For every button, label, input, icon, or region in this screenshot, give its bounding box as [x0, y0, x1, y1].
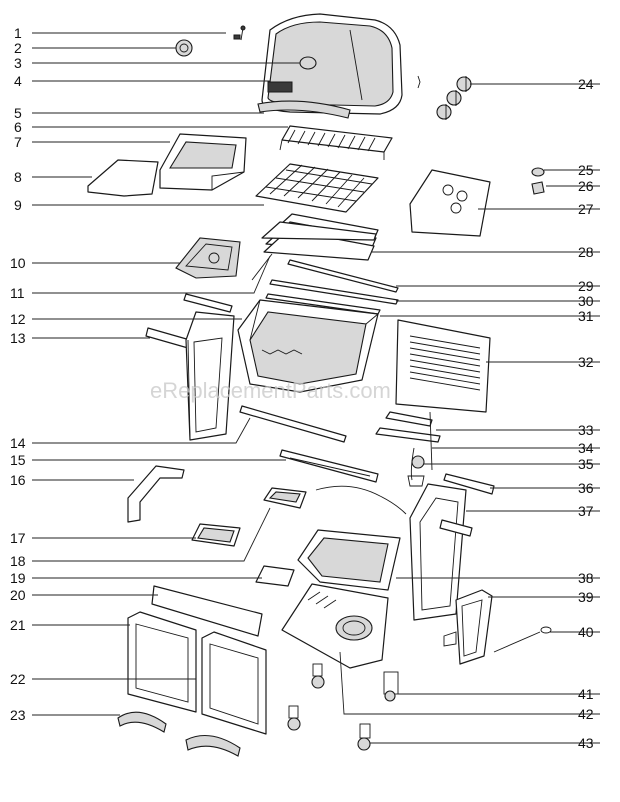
callout-10: 10 — [10, 255, 26, 271]
callout-42: 42 — [578, 706, 594, 722]
part-40-igniter-wire — [493, 626, 552, 653]
callout-8: 8 — [14, 169, 22, 185]
callout-24: 24 — [578, 76, 594, 92]
callout-5: 5 — [14, 105, 22, 121]
part-6-warming-rack — [279, 125, 393, 160]
callout-23: 23 — [10, 707, 26, 723]
callout-25: 25 — [578, 162, 594, 178]
callout-36: 36 — [578, 480, 594, 496]
part-39-side-door — [443, 589, 493, 665]
callout-20: 20 — [10, 587, 26, 603]
callout-33: 33 — [578, 422, 594, 438]
part-24-control-knobs — [417, 75, 472, 120]
part-8-side-panel — [87, 159, 159, 197]
callout-3: 3 — [14, 55, 22, 71]
part-10-side-burner — [175, 237, 241, 279]
part-15-front-rail — [279, 449, 379, 483]
callout-34: 34 — [578, 440, 594, 456]
callout-11: 11 — [10, 285, 25, 301]
callout-15: 15 — [10, 452, 26, 468]
callout-40: 40 — [578, 624, 594, 640]
watermark-text: eReplacementParts.com — [150, 378, 391, 403]
part-3-5-lid-assembly — [257, 13, 403, 119]
callout-19: 19 — [10, 570, 26, 586]
callout-41: 41 — [578, 686, 594, 702]
part-7-side-table — [159, 133, 247, 191]
part-29-31-burner-tubes — [265, 259, 399, 315]
callout-12: 12 — [10, 311, 26, 327]
callout-37: 37 — [578, 503, 594, 519]
part-25-26-igniter — [531, 167, 545, 195]
part-33-35-manifold — [375, 411, 441, 487]
callout-43: 43 — [578, 735, 594, 751]
callout-6: 6 — [14, 119, 22, 135]
callout-29: 29 — [578, 278, 594, 294]
part-14-crossbar — [239, 405, 347, 443]
part-38-bottom-tray — [297, 529, 401, 591]
callout-26: 26 — [578, 178, 594, 194]
part-28-flavorizer-bars — [261, 213, 379, 261]
callout-4: 4 — [14, 73, 22, 89]
callout-7: 7 — [14, 134, 22, 150]
callout-30: 30 — [578, 293, 594, 309]
part-36-37-right-cart-frame — [409, 473, 495, 621]
callout-39: 39 — [578, 589, 594, 605]
callout-16: 16 — [10, 472, 26, 488]
callout-9: 9 — [14, 197, 22, 213]
part-16-bracket — [127, 465, 185, 523]
callout-numbers: 1 2 3 4 5 6 7 8 9 10 11 12 13 14 15 16 1… — [10, 25, 594, 751]
leader-lines — [32, 32, 600, 744]
callout-31: 31 — [578, 308, 594, 324]
callout-1: 1 — [14, 25, 22, 41]
callout-32: 32 — [578, 354, 594, 370]
part-41-43-casters — [287, 663, 399, 751]
part-1-screws — [233, 25, 246, 41]
callout-13: 13 — [10, 330, 26, 346]
part-20-front-panel — [151, 585, 263, 637]
part-42-bottom-shelf — [281, 583, 389, 669]
callout-35: 35 — [578, 456, 594, 472]
callout-27: 27 — [578, 201, 594, 217]
callout-14: 14 — [10, 435, 26, 451]
part-9-cooking-grate — [255, 163, 379, 213]
part-gas-hose — [315, 485, 407, 515]
callout-38: 38 — [578, 570, 594, 586]
part-27-control-panel — [409, 169, 491, 237]
part-2-thermometer — [175, 39, 193, 57]
callout-17: 17 — [10, 530, 26, 546]
part-22-right-door — [201, 631, 267, 735]
callout-28: 28 — [578, 244, 594, 260]
part-32-back-panel — [395, 319, 491, 413]
part-13-left-cart-frame — [145, 293, 235, 441]
callout-21: 21 — [10, 617, 26, 633]
part-12-cookbox — [237, 299, 379, 393]
part-23-door-handles — [117, 711, 241, 757]
part-17-drip-tray — [191, 523, 241, 547]
part-18-catch-pan — [263, 487, 307, 509]
callout-18: 18 — [10, 553, 26, 569]
part-19-small-tray — [255, 565, 295, 587]
callout-2: 2 — [14, 40, 22, 56]
part-21-left-door — [127, 611, 197, 713]
callout-22: 22 — [10, 671, 26, 687]
